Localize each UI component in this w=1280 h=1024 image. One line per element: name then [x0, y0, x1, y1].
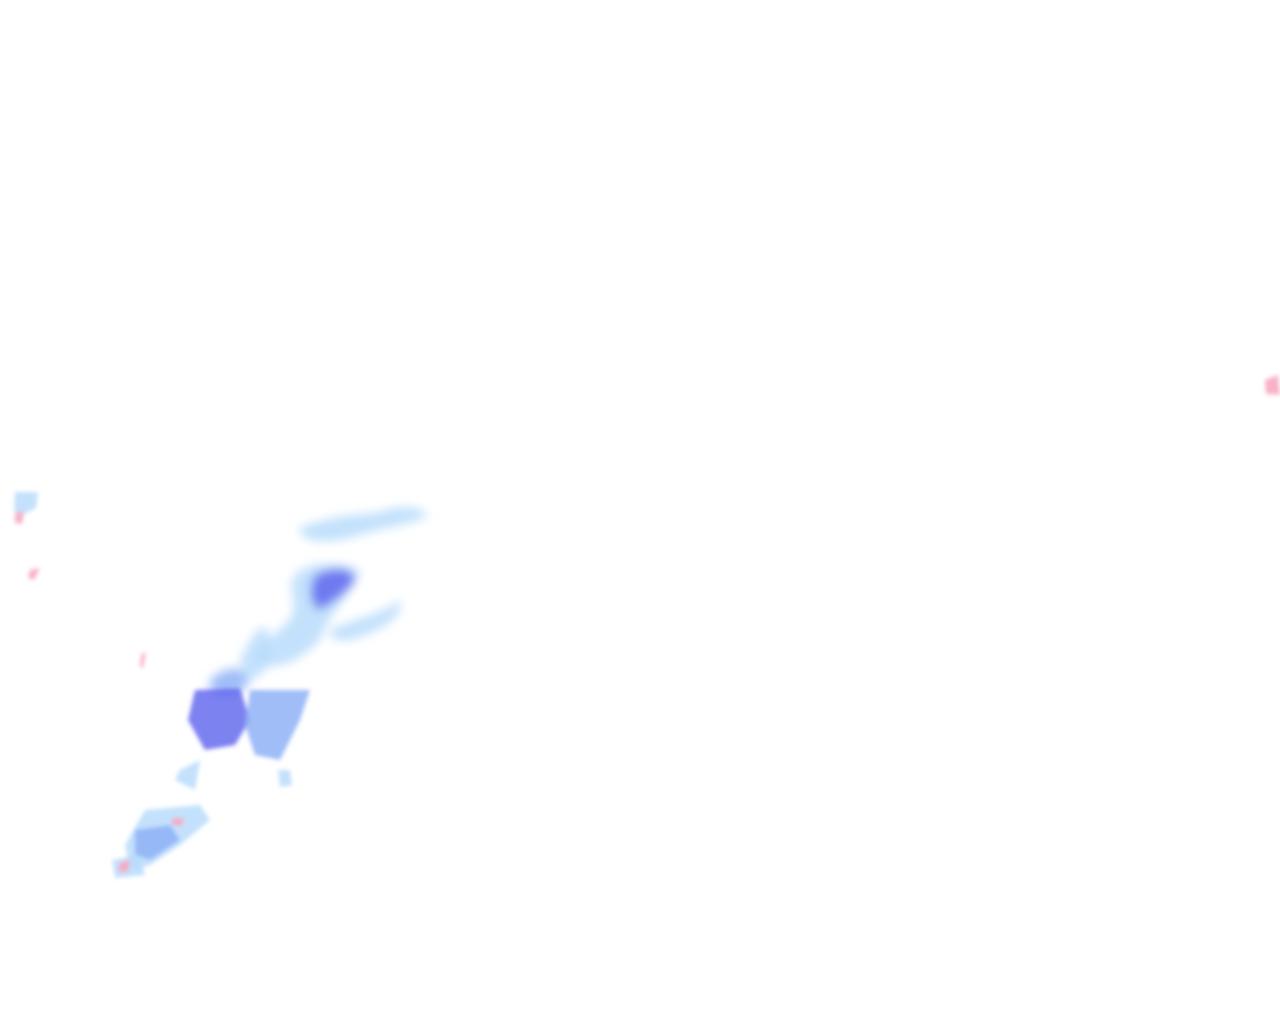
precip-cells-south [14, 375, 1280, 878]
light-precip-cell [240, 627, 271, 680]
light-precip-cell [14, 492, 38, 515]
medium-precip-cell [135, 825, 180, 860]
light-precip-cell [175, 760, 200, 790]
mixed-precip-cell [15, 512, 24, 524]
precip-band-north [210, 507, 428, 696]
light-precip-cell [299, 507, 428, 542]
light-precip-cell [278, 770, 292, 787]
heavy-precip-cell [310, 568, 355, 610]
mixed-precip-cell [1265, 375, 1280, 395]
mixed-precip-cell [172, 818, 184, 826]
light-precip-cell [329, 600, 401, 641]
medium-precip-cell [245, 690, 310, 760]
mixed-precip-cell [140, 652, 146, 668]
mixed-precip-cell [28, 568, 40, 580]
mixed-precip-cell [118, 860, 130, 872]
heavy-precip-cell [188, 688, 250, 750]
